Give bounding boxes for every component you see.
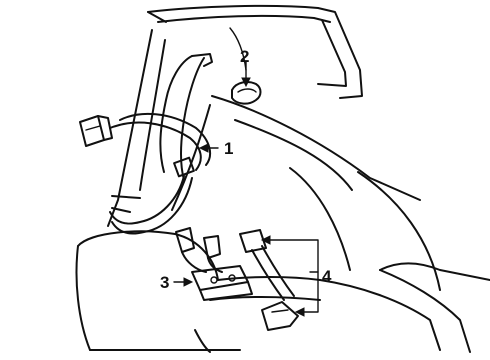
leader-lines: [173, 61, 319, 317]
callout-2: 2: [240, 47, 249, 66]
shoulder-belt-assembly: [109, 53, 213, 235]
callout-3: 3: [160, 273, 169, 292]
callout-1: 1: [224, 139, 233, 158]
callout-4: 4: [322, 267, 332, 286]
center-buckle-assembly: [175, 227, 253, 301]
outer-lap-belt-assembly: [239, 229, 299, 331]
rear-window-frame: [147, 4, 363, 99]
retractor-housing: [79, 115, 113, 147]
pillar-trim-cover: [231, 81, 262, 105]
seat-cushion: [75, 230, 490, 353]
seat-back: [171, 95, 441, 291]
